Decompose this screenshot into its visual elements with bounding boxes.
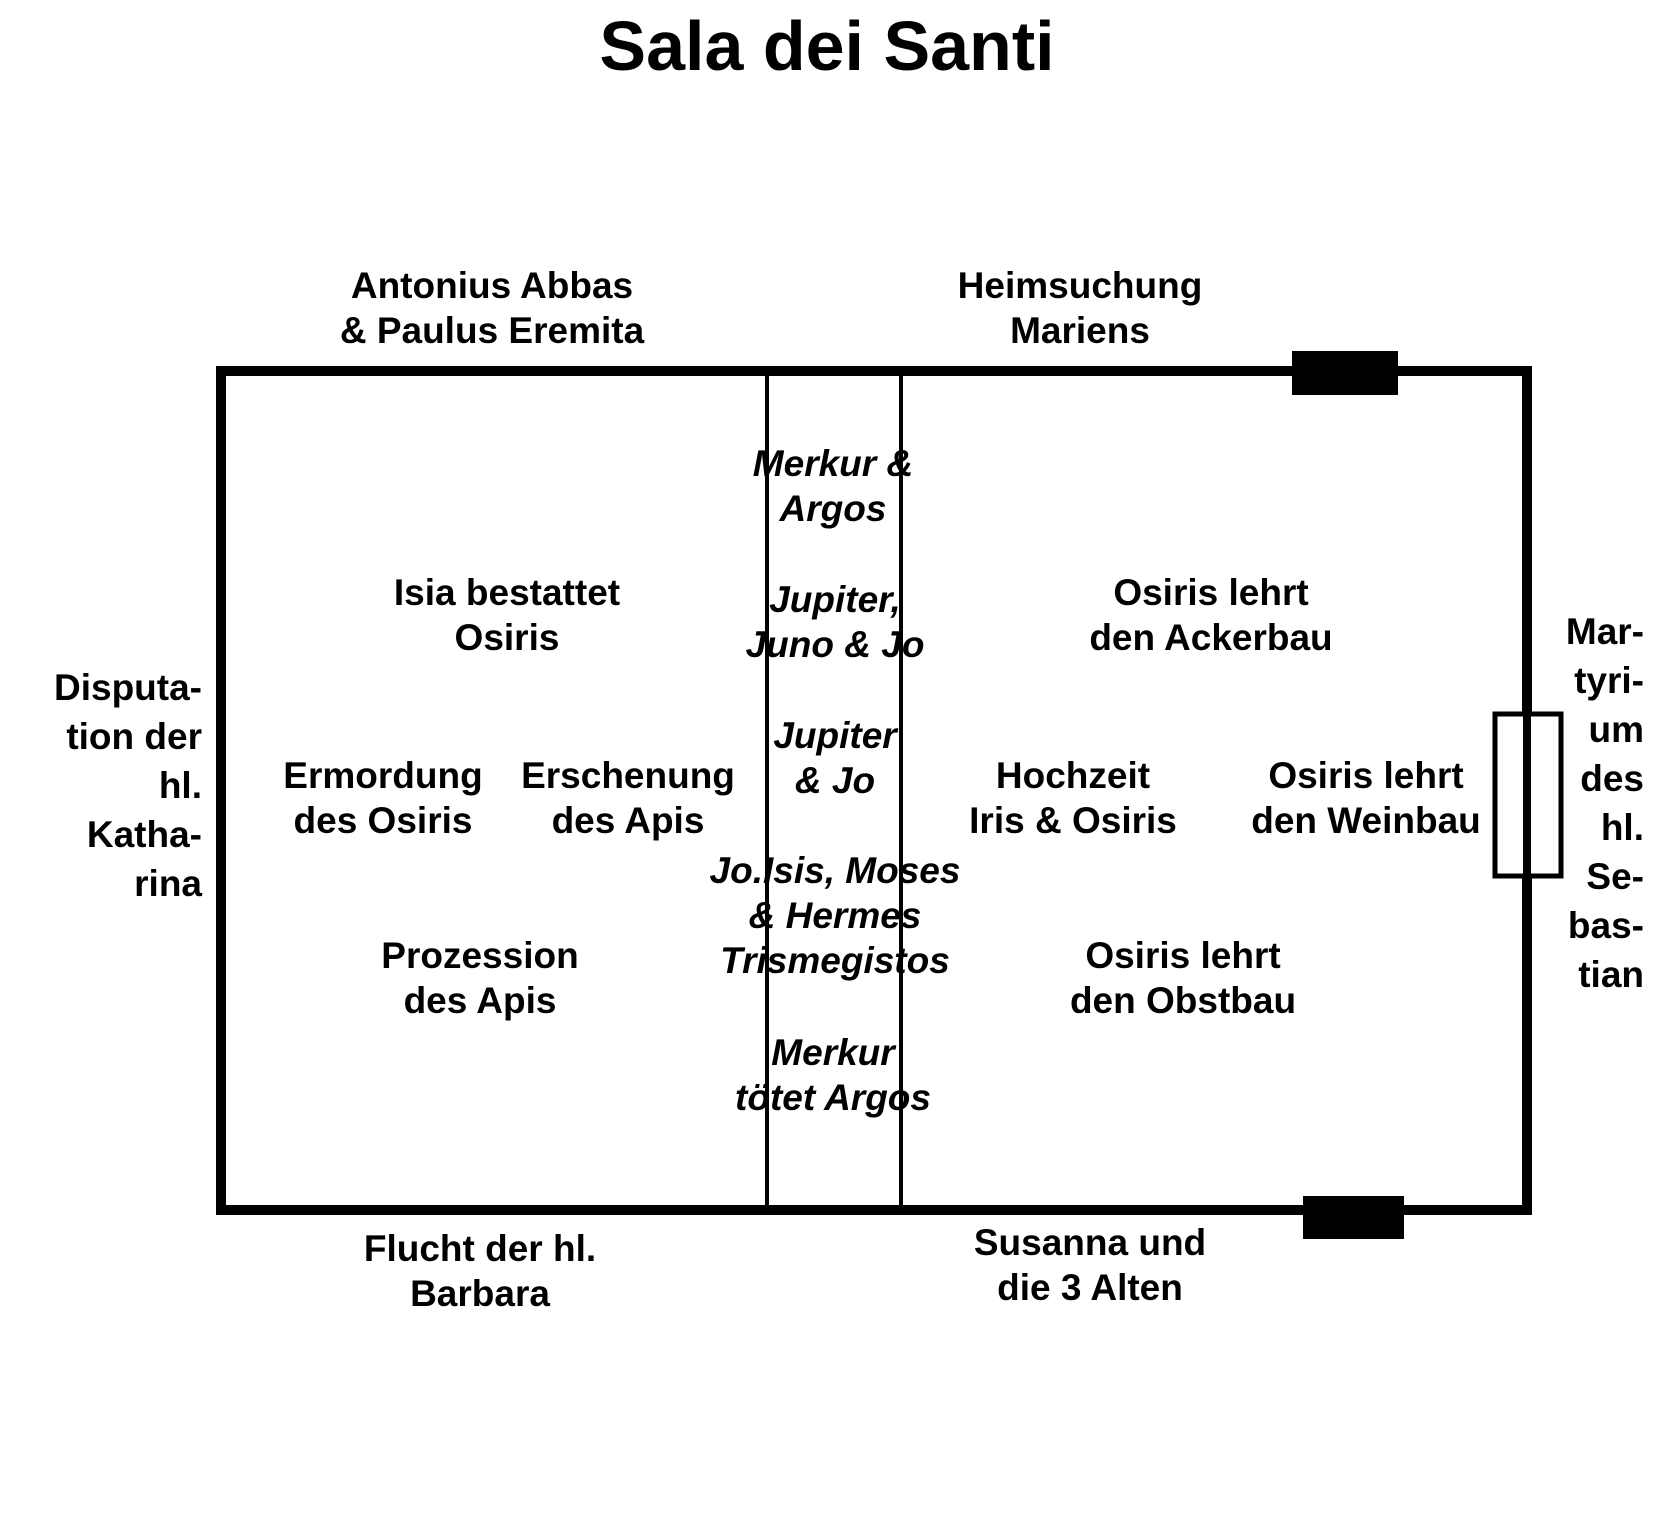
- ceiling-hochzeit-iris-osiris: Hochzeit Iris & Osiris: [969, 755, 1177, 841]
- ceiling-osiris-weinbau: Osiris lehrt den Weinbau: [1251, 755, 1481, 841]
- north-wall-label-heimsuchung: Heimsuchung Mariens: [957, 265, 1203, 351]
- ceiling-isia-bestattet-osiris: Isia bestattet Osiris: [393, 572, 621, 658]
- ceiling-prozession-des-apis: Prozession des Apis: [381, 935, 579, 1021]
- page-title: Sala dei Santi: [599, 7, 1055, 85]
- south-door: [1303, 1196, 1404, 1239]
- south-wall-label-barbara: Flucht der hl. Barbara: [363, 1228, 597, 1314]
- ceiling-osiris-obstbau: Osiris lehrt den Obstbau: [1069, 935, 1297, 1021]
- south-wall-label-susanna: Susanna und die 3 Alten: [973, 1222, 1207, 1308]
- ceiling-merkur-argos: Merkur & Argos: [752, 443, 914, 529]
- west-wall-label-katharina: Disputa- tion der hl. Katha- rina: [54, 667, 202, 904]
- east-wall-label-sebastian: Mar- tyri- um des hl. Se- bas- tian: [1565, 611, 1644, 995]
- ceiling-jupiter-jo: Jupiter & Jo: [773, 715, 897, 801]
- ceiling-erschenung-des-apis: Erschenung des Apis: [521, 755, 735, 841]
- ceiling-jo-isis-moses-hermes: Jo.Isis, Moses & Hermes Trismegistos: [709, 850, 961, 981]
- ceiling-jupiter-juno-jo: Jupiter, Juno & Jo: [745, 579, 925, 665]
- ceiling-osiris-ackerbau: Osiris lehrt den Ackerbau: [1089, 572, 1333, 658]
- north-wall-label-antonius: Antonius Abbas & Paulus Eremita: [339, 265, 645, 351]
- north-door: [1292, 351, 1398, 395]
- ceiling-merkur-toetet-argos: Merkur tötet Argos: [735, 1032, 931, 1118]
- ceiling-ermordung-des-osiris: Ermordung des Osiris: [283, 755, 483, 841]
